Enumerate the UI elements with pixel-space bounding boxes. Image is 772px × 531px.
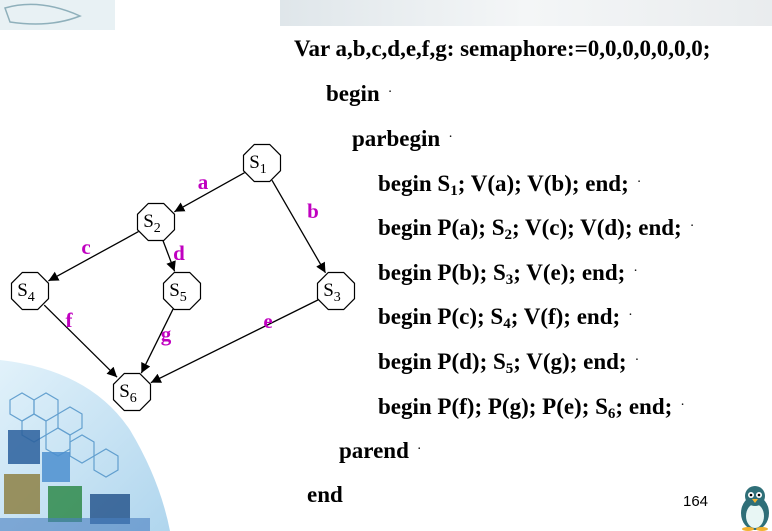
- process-s6-line: begin P(f); P(g); P(e); S6; end; ·: [378, 392, 685, 422]
- code-subscript: 2: [504, 227, 513, 243]
- node-label: S2: [143, 211, 161, 236]
- code-text: begin P(c); S: [378, 304, 504, 329]
- node-label-letter: S: [143, 211, 154, 232]
- code-subscript: 4: [503, 316, 511, 332]
- node-shape: [112, 372, 152, 412]
- edge-s2-s4: [48, 231, 139, 282]
- node-shape: [316, 271, 356, 311]
- code-text: ; V(c); V(d); end;: [512, 215, 682, 240]
- node-s1: S1: [242, 143, 282, 183]
- code-text: ; V(g); end;: [513, 349, 627, 374]
- process-s4-line: begin P(c); S4; V(f); end; ·: [378, 302, 633, 332]
- code-text: begin P(a); S: [378, 215, 505, 240]
- edge-label-c: c: [81, 235, 90, 259]
- penguin-mascot-icon: [741, 486, 769, 531]
- node-shape: [10, 271, 50, 311]
- edge-s1-s3: [271, 179, 327, 274]
- edge-s4-s6: [43, 304, 118, 378]
- code-text: ; end;: [615, 394, 673, 419]
- semaphore-declaration: Var a,b,c,d,e,f,g: semaphore:=0,0,0,0,0,…: [294, 35, 710, 63]
- edge-s3-s6: [150, 299, 319, 384]
- code-text: begin S: [378, 171, 451, 196]
- parbegin-keyword: parbegin: [352, 126, 441, 151]
- bullet-marker: ·: [636, 175, 642, 190]
- edge-s5-s6: [140, 308, 174, 374]
- code-text: ; V(e); end;: [513, 260, 626, 285]
- code-text: ; V(f); end;: [510, 304, 621, 329]
- process-s5-line: begin P(d); S5; V(g); end; ·: [378, 347, 640, 377]
- code-text: ; V(a); V(b); end;: [457, 171, 629, 196]
- node-s3: S3: [316, 271, 356, 311]
- edge-label-b: b: [307, 199, 319, 223]
- process-s2-line: begin P(a); S2; V(c); V(d); end; ·: [378, 213, 695, 243]
- node-label-letter: S: [323, 280, 334, 301]
- end-line: end: [307, 481, 343, 509]
- bullet-marker: ·: [689, 219, 695, 234]
- node-s5: S5: [162, 271, 202, 311]
- code-subscript: 5: [505, 361, 514, 377]
- bullet-marker: ·: [387, 85, 393, 100]
- edge-s1-s2: [174, 172, 245, 213]
- code-text: begin P(d); S: [378, 349, 506, 374]
- edge-label-e: e: [263, 309, 272, 333]
- bullet-marker: ·: [680, 398, 685, 413]
- code-text: begin P(b); S: [378, 260, 506, 285]
- code-text: begin P(f); P(g); P(e); S: [378, 394, 608, 419]
- node-s6: S6: [112, 372, 152, 412]
- node-s4: S4: [10, 271, 50, 311]
- edge-label-g: g: [161, 322, 172, 346]
- bullet-marker: ·: [448, 130, 453, 145]
- edge-label-d: d: [173, 241, 185, 265]
- page-number: 164: [683, 493, 709, 510]
- node-label-letter: S: [17, 280, 28, 301]
- edge-label-a: a: [198, 170, 209, 194]
- bullet-marker: ·: [416, 442, 422, 457]
- node-label: S6: [119, 381, 137, 406]
- node-label: S1: [249, 152, 267, 177]
- begin-line: begin ·: [326, 79, 392, 108]
- edge-s2-s5: [162, 240, 176, 272]
- node-label-subscript: 3: [334, 290, 341, 305]
- node-label-subscript: 5: [180, 290, 187, 305]
- node-label-subscript: 6: [130, 391, 137, 406]
- node-label-letter: S: [249, 152, 260, 173]
- process-s3-line: begin P(b); S3; V(e); end; ·: [378, 258, 638, 288]
- bullet-marker: ·: [634, 353, 640, 368]
- node-label-letter: S: [119, 381, 130, 402]
- node-s2: S2: [136, 202, 176, 242]
- node-label-subscript: 2: [154, 221, 161, 236]
- bullet-marker: ·: [633, 264, 638, 279]
- bullet-marker: ·: [628, 308, 633, 323]
- process-s1-line: begin S1; V(a); V(b); end; ·: [378, 169, 642, 199]
- node-label: S3: [323, 280, 341, 305]
- parbegin-line: parbegin ·: [352, 124, 453, 153]
- code-subscript: 6: [607, 406, 616, 422]
- node-shape: [162, 271, 202, 311]
- node-label-subscript: 4: [28, 290, 35, 305]
- node-label-subscript: 1: [260, 162, 267, 177]
- edge-label-f: f: [66, 308, 74, 332]
- node-label: S5: [169, 280, 187, 305]
- node-shape: [136, 202, 176, 242]
- parend-keyword: parend: [339, 438, 409, 463]
- node-label-letter: S: [169, 280, 180, 301]
- parend-line: parend ·: [339, 436, 422, 465]
- node-shape: [242, 143, 282, 183]
- end-keyword: end: [307, 482, 343, 507]
- var-declaration-text: Var a,b,c,d,e,f,g: semaphore:=0,0,0,0,0,…: [294, 36, 711, 61]
- code-subscript: 3: [505, 272, 514, 288]
- node-label: S4: [17, 280, 35, 305]
- code-subscript: 1: [450, 183, 458, 199]
- begin-keyword: begin: [326, 81, 380, 106]
